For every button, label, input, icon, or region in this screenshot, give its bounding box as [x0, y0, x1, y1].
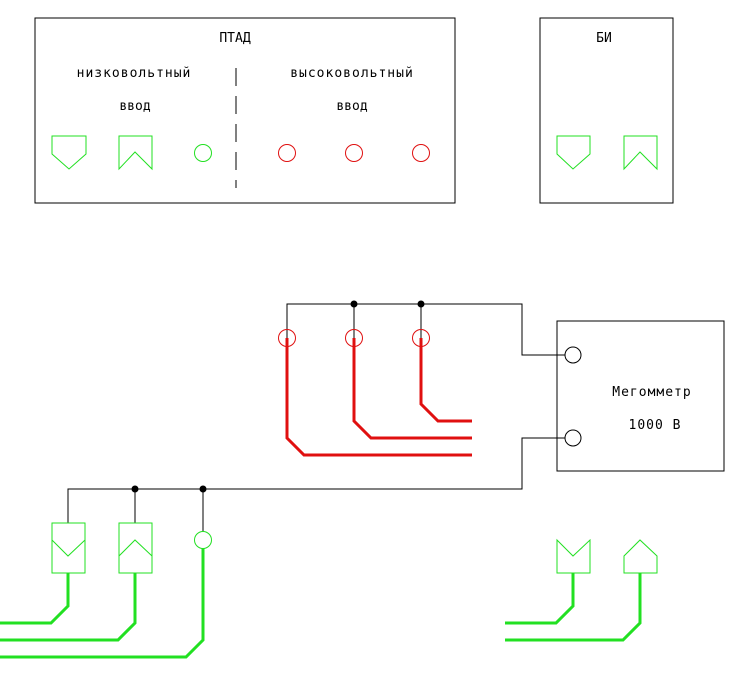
- bi-block: БИ: [539, 17, 674, 204]
- bi-conn-terminal-1-icon: [556, 538, 591, 574]
- megger-terminal-bottom-icon: [564, 429, 582, 447]
- lv-bus-wire: [67, 437, 565, 532]
- bi-lead-1: [505, 573, 575, 625]
- hv-bus-junction-2-icon: [417, 300, 425, 308]
- megger-label: Мегомметр: [612, 385, 691, 400]
- bi-frame: [539, 17, 674, 204]
- ptad-hv-terminal-1-icon: [278, 144, 296, 162]
- ptad-block: ПТАД низковольтный ввод высоковольтный в…: [34, 17, 456, 204]
- hv-lead-3: [419, 338, 472, 423]
- ptad-low-voltage-label-2: ввод: [119, 99, 150, 114]
- lv-lead-3: [0, 548, 205, 659]
- ptad-low-voltage-label: низковольтный: [77, 66, 192, 81]
- ptad-frame: [34, 17, 456, 204]
- lv-conn-terminal-3-icon: [194, 531, 212, 549]
- ptad-lv-terminal-circle-icon: [194, 144, 212, 162]
- bi-title: БИ: [596, 31, 612, 46]
- hv-lead-1: [285, 338, 472, 457]
- lv-leads: [0, 548, 205, 659]
- ptad-lv-terminal-down-icon: [51, 135, 87, 170]
- ptad-title: ПТАД: [219, 31, 250, 46]
- bi-leads: [505, 573, 642, 642]
- lv-bus-junction-2-icon: [199, 485, 207, 493]
- lv-bus-junction-1-icon: [131, 485, 139, 493]
- ptad-high-voltage-label-2: ввод: [336, 99, 367, 114]
- bi-conn-terminal-2-icon: [623, 539, 658, 574]
- megger-block: Мегомметр 1000 В: [556, 320, 725, 472]
- ptad-lv-terminal-notch-icon: [118, 135, 153, 171]
- hv-bus-wire: [286, 303, 565, 356]
- ptad-hv-terminal-2-icon: [345, 144, 363, 162]
- lv-conn-terminal-1-icon: [51, 522, 86, 574]
- bi-connection-terminals: [556, 538, 658, 574]
- bi-terminal-down-icon: [556, 135, 591, 170]
- bi-lead-2: [505, 573, 642, 642]
- ptad-hv-terminal-3-icon: [412, 144, 430, 162]
- hv-lead-2: [352, 338, 472, 440]
- hv-bus-junction-1-icon: [350, 300, 358, 308]
- megger-voltage-label: 1000 В: [629, 418, 682, 433]
- ptad-high-voltage-label: высоковольтный: [290, 66, 414, 81]
- lv-lead-2: [0, 573, 137, 642]
- lv-lead-1: [0, 573, 70, 625]
- lv-bus-line: [67, 437, 565, 523]
- megger-terminal-top-icon: [564, 346, 582, 364]
- megger-frame: [556, 320, 725, 472]
- bi-terminal-notch-icon: [623, 135, 658, 171]
- hv-bus-line: [286, 303, 565, 356]
- lv-conn-terminal-2-icon: [118, 522, 153, 574]
- hv-leads: [285, 338, 472, 457]
- lv-connection-terminals: [51, 522, 212, 574]
